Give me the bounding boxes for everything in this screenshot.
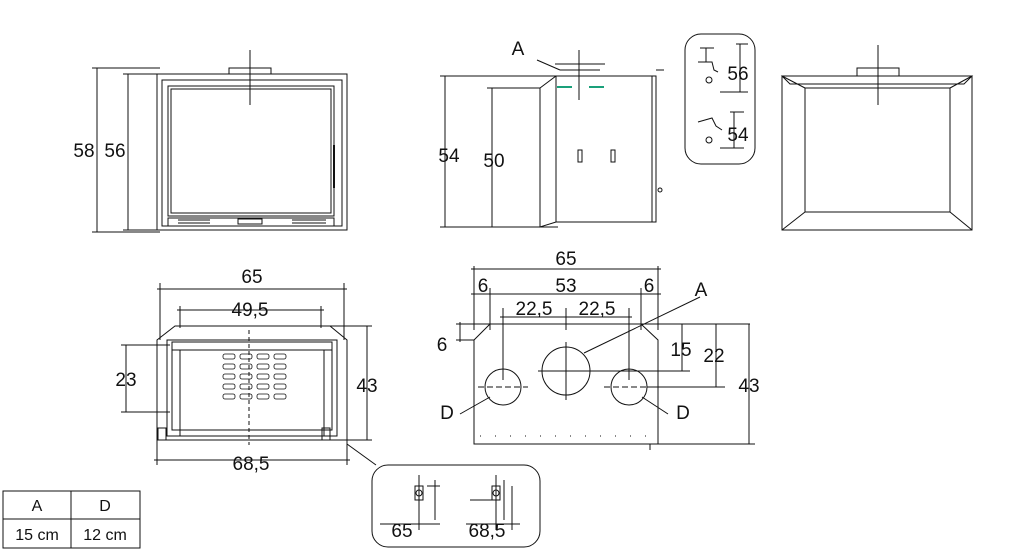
dim-plan-43: 43 [738,376,759,397]
dim-front-56: 56 [104,141,125,162]
dim-top-68-5: 68,5 [233,454,270,475]
dim-detail-65: 65 [391,521,412,542]
legend-value-d: 12 cm [83,527,127,544]
dim-front-58: 58 [73,141,94,162]
dim-top-23: 23 [115,370,136,391]
dim-top-49-5: 49,5 [232,300,269,321]
dim-plan-22-5-right: 22,5 [579,299,616,320]
dim-plan-6-side: 6 [437,335,448,356]
label-plan-d-right: D [676,403,690,424]
plan-view [456,266,755,450]
label-side-a: A [512,39,525,60]
legend-value-a: 15 cm [15,527,59,544]
dim-side-50: 50 [483,151,504,172]
label-plan-a: A [695,280,708,301]
legend-header-a: A [32,498,43,515]
legend-header-d: D [99,498,111,515]
dim-plan-53: 53 [555,276,576,297]
side-view [440,50,664,228]
dim-side-54: 54 [438,146,460,167]
dim-detail-68-5: 68,5 [469,521,506,542]
dim-plan-65: 65 [555,249,576,270]
dim-detail-56: 56 [727,64,748,85]
front-view [92,50,348,233]
dim-plan-6-right: 6 [644,276,655,297]
side-detail-callout [684,33,756,165]
dim-plan-22-5-left: 22,5 [516,299,553,320]
dim-top-43: 43 [356,376,377,397]
dim-plan-15: 15 [670,340,691,361]
back-view [780,45,974,231]
top-detail-callout [371,464,541,548]
label-plan-d-left: D [440,403,454,424]
dim-plan-6-left: 6 [478,276,489,297]
dim-top-65: 65 [241,267,262,288]
legend-table [2,490,141,549]
top-view [121,283,377,466]
dim-plan-22: 22 [703,346,724,367]
dim-detail-54: 54 [727,125,749,146]
